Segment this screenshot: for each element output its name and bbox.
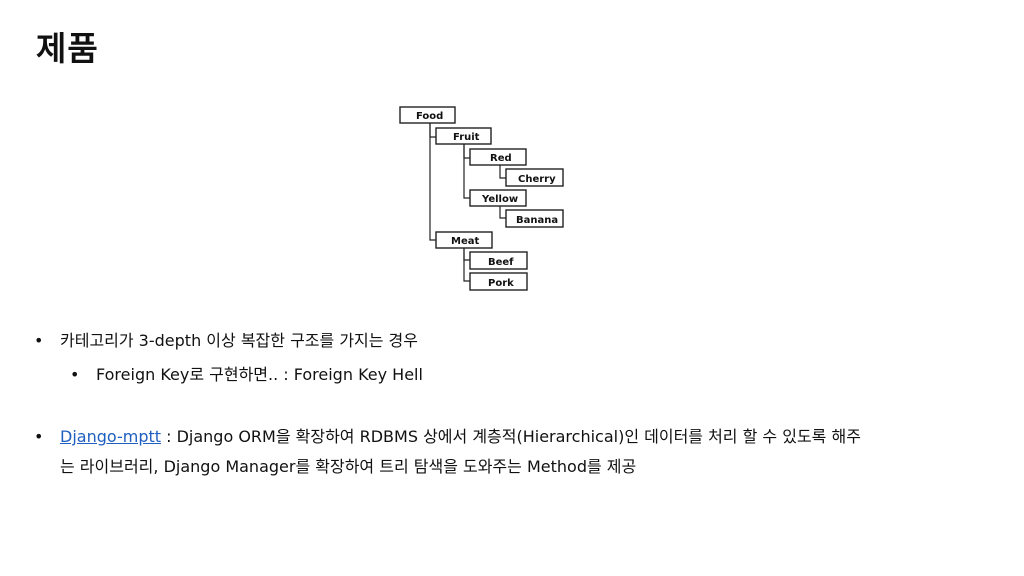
tree-node-pork: Pork <box>469 272 528 291</box>
svg-text:Pork: Pork <box>488 278 514 289</box>
svg-text:Beef: Beef <box>488 257 514 268</box>
edge-food-meat <box>429 123 436 241</box>
edge-meat-beef <box>463 247 470 261</box>
sub-bullet-item-foreign-key: • Foreign Key로 구현하면.. : Foreign Key Hell <box>34 360 994 390</box>
page-title: 제품 <box>36 29 99 68</box>
bullet-text-django-mptt-line1: : Django ORM을 확장하여 RDBMS 상에서 계층적(Hierarc… <box>161 427 861 446</box>
sub-bullet-text-foreign-key: Foreign Key로 구현하면.. : Foreign Key Hell <box>96 365 423 384</box>
bullet-text-depth: 카테고리가 3-depth 이상 복잡한 구조를 가지는 경우 <box>60 331 418 350</box>
edge-fruit-yellow <box>463 144 470 199</box>
svg-text:Yellow: Yellow <box>481 194 518 205</box>
svg-text:Meat: Meat <box>451 236 479 247</box>
edge-red-cherry <box>499 165 506 179</box>
bullet-text-django-mptt-line2: 는 라이브러리, Django Manager를 확장하여 트리 탐색을 도와주… <box>60 457 637 476</box>
svg-text:Food: Food <box>416 111 443 122</box>
tree-node-banana: Banana <box>505 209 564 228</box>
edge-yellow-banana <box>499 205 506 219</box>
tree-node-beef: Beef <box>469 251 528 270</box>
bullet-list: • 카테고리가 3-depth 이상 복잡한 구조를 가지는 경우 • Fore… <box>34 326 994 482</box>
edge-fruit-red <box>463 144 470 159</box>
tree-node-cherry: Cherry <box>505 168 564 187</box>
tree-node-food: Food <box>399 106 456 124</box>
bullet-item-django-mptt: • Django-mptt : Django ORM을 확장하여 RDBMS 상… <box>34 422 994 482</box>
svg-text:Banana: Banana <box>516 215 558 226</box>
tree-node-red: Red <box>469 148 527 166</box>
django-mptt-link[interactable]: Django-mptt <box>60 427 162 446</box>
bullet-marker: • <box>34 331 44 350</box>
svg-text:Red: Red <box>490 153 512 164</box>
tree-node-meat: Meat <box>435 231 493 249</box>
svg-text:Cherry: Cherry <box>518 174 556 185</box>
category-tree-diagram: Food Fruit Red Cherry Yellow Banana Meat… <box>399 106 564 291</box>
edge-meat-pork <box>463 247 470 282</box>
bullet-item-depth: • 카테고리가 3-depth 이상 복잡한 구조를 가지는 경우 <box>34 326 994 356</box>
sub-bullet-marker: • <box>70 365 80 384</box>
svg-text:Fruit: Fruit <box>453 132 480 143</box>
tree-node-fruit: Fruit <box>435 127 492 145</box>
tree-node-yellow: Yellow <box>469 189 527 207</box>
bullet-marker: • <box>34 427 44 446</box>
edge-food-fruit <box>429 123 436 138</box>
